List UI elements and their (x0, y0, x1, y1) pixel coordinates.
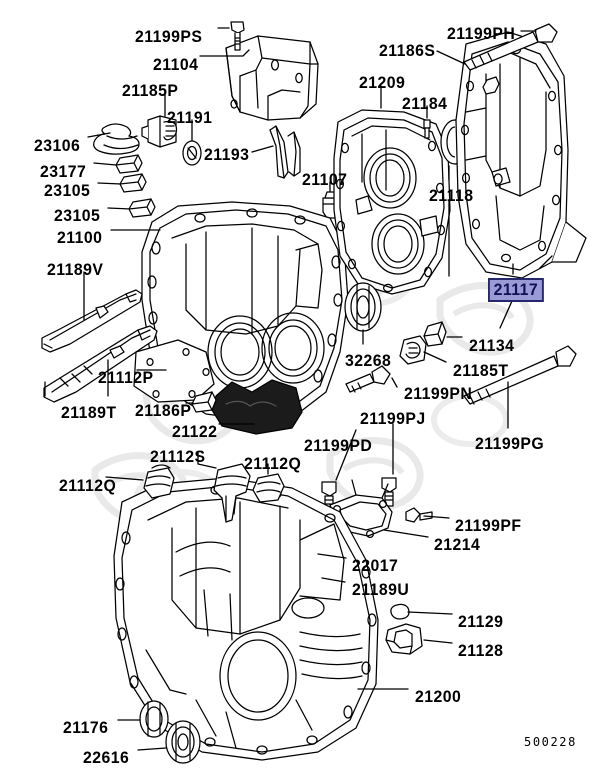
part-21209-case (333, 109, 451, 295)
part-21199PH-bolt (463, 23, 558, 71)
callout-21107[interactable]: 21107 (302, 170, 348, 189)
callout-21117[interactable]: 21117 (488, 278, 544, 302)
part-21104-bracket (225, 35, 319, 121)
part-21199PG-bolt (463, 345, 577, 405)
callout-21199PF[interactable]: 21199PF (455, 516, 522, 535)
part-21186S-dowel (482, 76, 500, 95)
callout-21128[interactable]: 21128 (458, 641, 504, 660)
part-21112S-fitting (213, 463, 251, 523)
part-21117-housing (455, 31, 587, 279)
part-21199PN-bolt (345, 365, 391, 393)
callout-21199PH[interactable]: 21199PH (447, 24, 516, 43)
callout-21129[interactable]: 21129 (458, 612, 504, 631)
part-21129-plug (390, 603, 410, 620)
callout-21199PG[interactable]: 21199PG (475, 434, 545, 453)
callout-21186P[interactable]: 21186P (135, 401, 192, 420)
part-21189V-rail (41, 289, 143, 353)
callout-21186S[interactable]: 21186S (379, 41, 436, 60)
callout-21191[interactable]: 21191 (167, 108, 213, 127)
callout-22017[interactable]: 22017 (352, 556, 399, 575)
drawing-code: 500228 (524, 735, 577, 749)
callout-21189U[interactable]: 21189U (352, 580, 410, 599)
callout-21104[interactable]: 21104 (153, 55, 199, 74)
part-21189T-rail (43, 325, 158, 403)
part-21112Q-plug-left (143, 464, 175, 499)
part-22616-seal (165, 720, 201, 764)
part-21199PS-bolt (230, 21, 245, 51)
callout-21200[interactable]: 21200 (415, 687, 462, 706)
callout-21118[interactable]: 21118 (429, 186, 474, 205)
part-21128-clamp (385, 623, 423, 655)
callout-21185T[interactable]: 21185T (453, 361, 509, 380)
part-21112Q-plug-right (252, 473, 285, 503)
callout-21185P[interactable]: 21185P (122, 81, 179, 100)
callout-21100[interactable]: 21100 (57, 228, 103, 247)
part-21186P-dowel (191, 391, 217, 413)
callout-22616[interactable]: 22616 (83, 748, 130, 767)
callout-21189T[interactable]: 21189T (61, 403, 117, 422)
leader-lines (83, 27, 553, 751)
callout-21184[interactable]: 21184 (402, 94, 448, 113)
part-21184-bolt (423, 119, 431, 139)
callout-21122[interactable]: 21122 (172, 422, 218, 441)
callout-21112P[interactable]: 21112P (98, 368, 154, 387)
callout-21199PJ[interactable]: 21199PJ (360, 409, 426, 428)
callout-21193[interactable]: 21193 (204, 145, 250, 164)
callout-21112Q[interactable]: 21112Q (244, 454, 302, 473)
callout-21176[interactable]: 21176 (63, 718, 109, 737)
part-21193-fork (269, 125, 301, 179)
part-21112P-plate (133, 339, 215, 403)
part-21185T-plug (399, 335, 427, 365)
callout-23106[interactable]: 23106 (34, 136, 81, 155)
part-21200-housing (113, 477, 379, 761)
callout-21199PN[interactable]: 21199PN (404, 384, 473, 403)
part-21185P-plug (141, 115, 178, 148)
callout-23177[interactable]: 23177 (40, 162, 87, 181)
part-21199PF-bolt (405, 507, 433, 523)
callout-21112Q[interactable]: 21112Q (59, 476, 117, 495)
part-32268-seal (344, 282, 382, 332)
callout-21199PS[interactable]: 21199PS (135, 27, 203, 46)
callout-32268[interactable]: 32268 (345, 351, 392, 370)
callout-21199PD[interactable]: 21199PD (304, 436, 373, 455)
callout-21189V[interactable]: 21189V (47, 260, 104, 279)
callout-21209[interactable]: 21209 (359, 73, 406, 92)
callout-21134[interactable]: 21134 (469, 336, 515, 355)
part-21176-seal (139, 700, 169, 738)
callout-23105[interactable]: 23105 (44, 181, 91, 200)
part-21134-bush (423, 321, 447, 347)
callout-21214[interactable]: 21214 (434, 535, 481, 554)
callout-23105[interactable]: 23105 (54, 206, 101, 225)
callout-21112S[interactable]: 21112S (150, 447, 206, 466)
